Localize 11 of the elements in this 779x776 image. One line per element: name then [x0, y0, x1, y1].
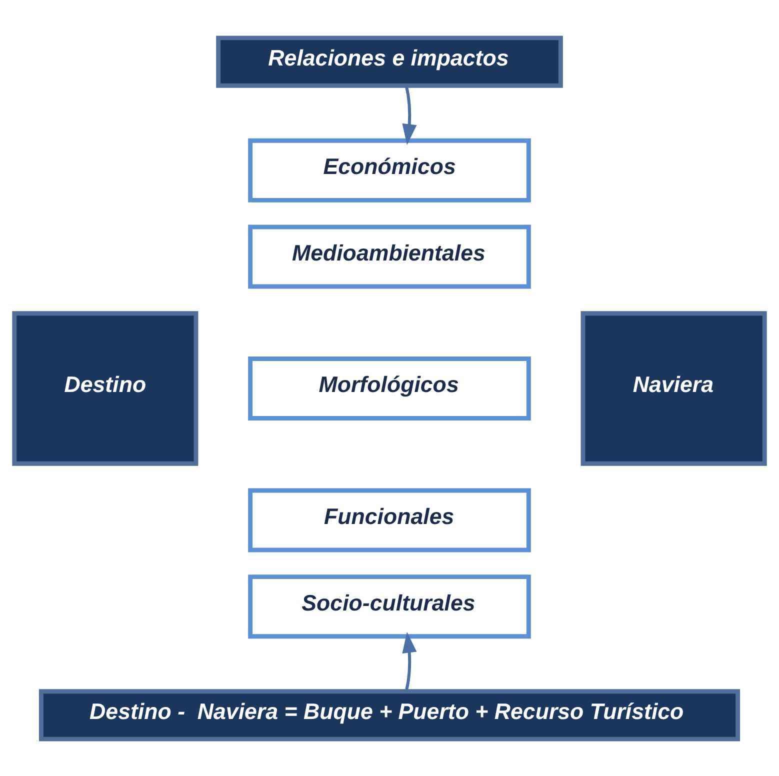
node-box: Destino - Naviera = Buque + Puerto + Recurso Turístico [38, 688, 740, 741]
node-box: Medioambientales [248, 224, 531, 288]
node-box: Relaciones e impactos [216, 35, 563, 88]
arrow [402, 84, 417, 144]
node-box: Morfológicos [248, 356, 531, 420]
node-box: Naviera [580, 310, 767, 466]
node-box: Socio-culturales [248, 574, 531, 638]
arrow [402, 631, 417, 691]
node-box: Destino [12, 310, 198, 466]
node-box: Funcionales [248, 488, 531, 552]
node-box: Económicos [248, 138, 531, 202]
